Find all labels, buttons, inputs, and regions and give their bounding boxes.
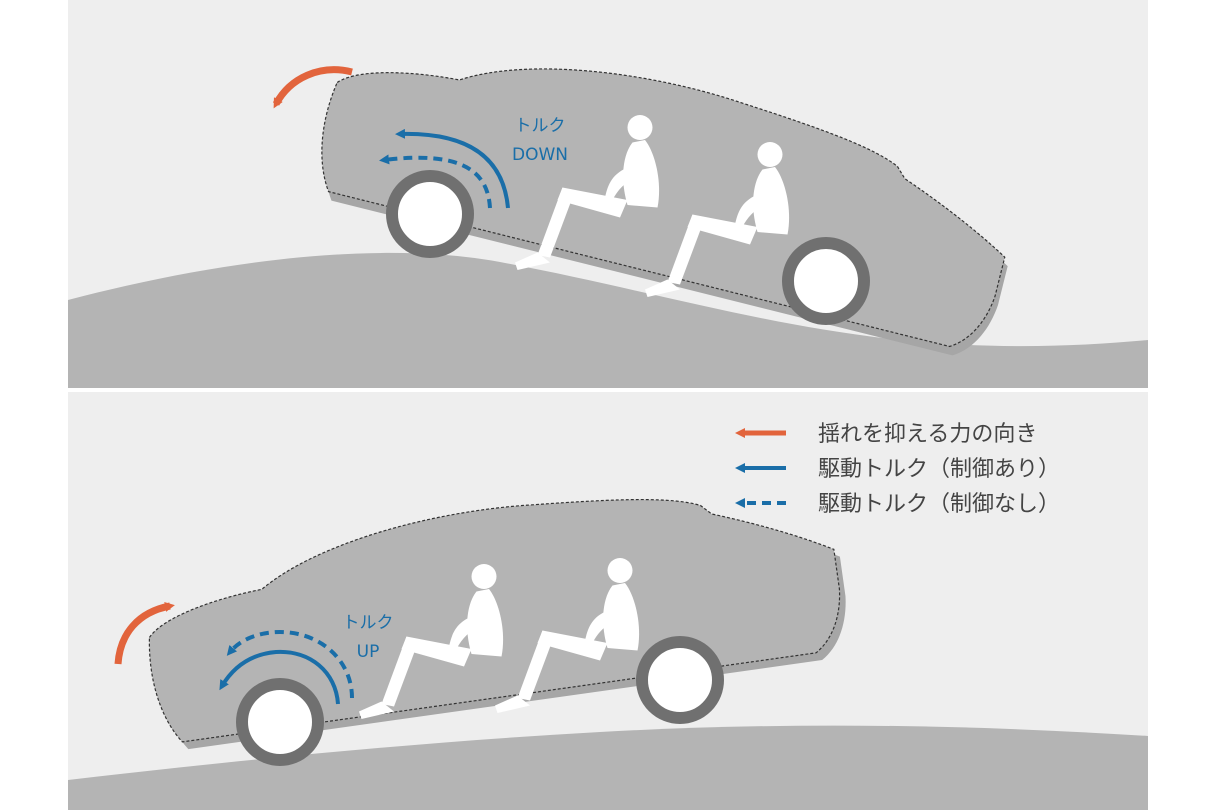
legend: 揺れを抑える力の向き 駆動トルク（制御あり） 駆動トルク（制御なし） xyxy=(735,422,1060,517)
bottom-panel: トルク UP 揺れを抑える力の向き 駆動トルク（制御あり） 駆動トルク（制御なし… xyxy=(68,392,1148,810)
legend-item-suppression: 揺れを抑える力の向き xyxy=(735,422,1037,447)
bottom-torque-label-line1: トルク xyxy=(343,613,394,633)
bottom-torque-arrow-controlled xyxy=(219,649,340,705)
top-suppression-arrow xyxy=(272,66,353,109)
top-hill-ground xyxy=(68,252,1148,388)
top-torque-label-line2: DOWN xyxy=(512,145,568,165)
legend-label-uncontrolled: 駆動トルク（制御なし） xyxy=(818,492,1060,517)
bottom-suppression-arrow xyxy=(114,602,175,665)
bottom-front-wheel xyxy=(236,678,324,766)
top-torque-arrow-uncontrolled xyxy=(379,154,492,209)
top-torque-label-line1: トルク xyxy=(515,116,566,136)
legend-item-uncontrolled: 駆動トルク（制御なし） xyxy=(735,492,1060,517)
top-front-wheel xyxy=(386,170,474,258)
legend-label-suppression: 揺れを抑える力の向き xyxy=(818,422,1037,447)
bottom-hill-ground xyxy=(68,725,1148,810)
top-panel: トルク DOWN xyxy=(68,0,1148,388)
legend-label-controlled: 駆動トルク（制御あり） xyxy=(818,457,1060,482)
top-torque-arrow-controlled xyxy=(395,128,510,209)
bottom-rear-wheel xyxy=(636,636,724,724)
legend-item-controlled: 駆動トルク（制御あり） xyxy=(735,457,1060,482)
bottom-torque-label-line2: UP xyxy=(357,642,380,662)
top-rear-wheel xyxy=(782,237,870,325)
